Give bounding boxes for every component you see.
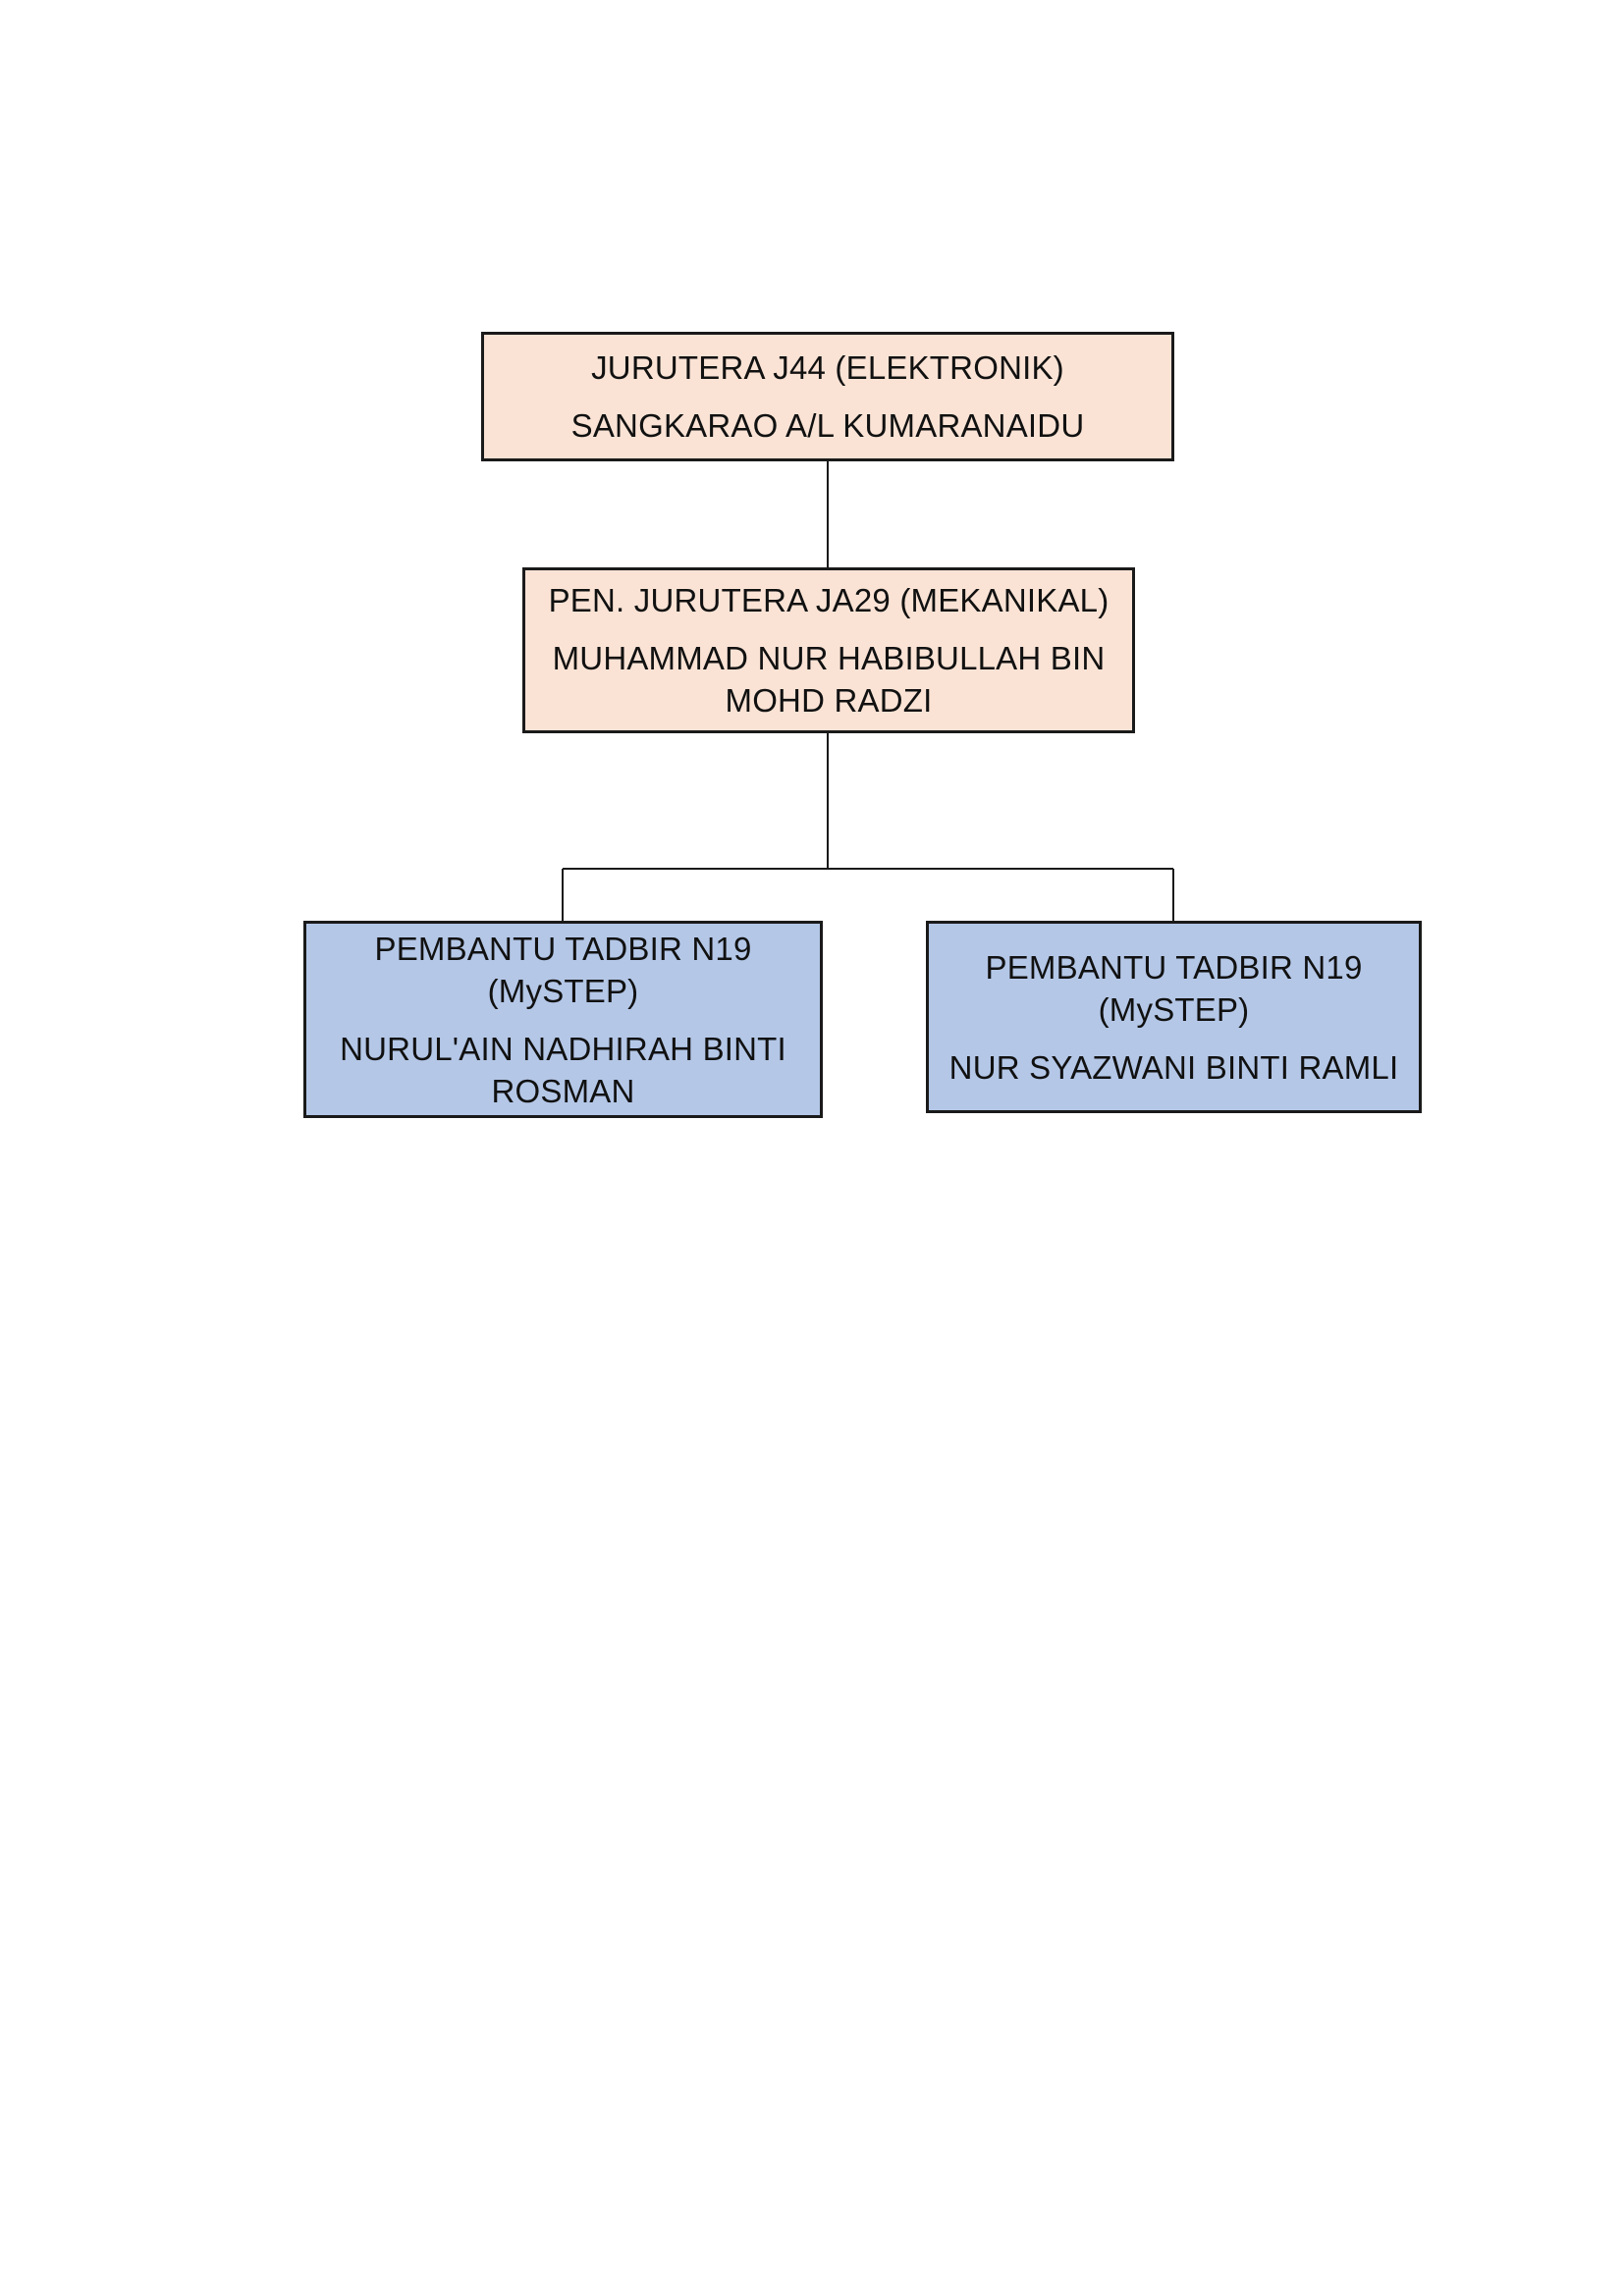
node-person-name-line2: ROSMAN	[491, 1072, 635, 1109]
node-title-line2: (MySTEP)	[1098, 990, 1250, 1028]
node-title: PEN. JURUTERA JA29 (MEKANIKAL)	[548, 582, 1110, 618]
node-person-name: NUR SYAZWANI BINTI RAMLI	[948, 1048, 1399, 1086]
node-person-name-line1: NURUL'AIN NADHIRAH BINTI	[340, 1030, 786, 1067]
node-person-name-line2: MOHD RADZI	[725, 682, 933, 719]
node-title-line1: PEMBANTU TADBIR N19	[374, 930, 752, 967]
org-node-admin-assistant-n19-left: PEMBANTU TADBIR N19 (MySTEP) NURUL'AIN N…	[303, 921, 823, 1118]
node-title: JURUTERA J44 (ELEKTRONIK)	[591, 349, 1064, 386]
node-person-name: SANGKARAO A/L KUMARANAIDU	[570, 407, 1085, 444]
node-title-line1: PEMBANTU TADBIR N19	[985, 948, 1363, 986]
org-node-assistant-engineer-ja29: PEN. JURUTERA JA29 (MEKANIKAL) MUHAMMAD …	[522, 567, 1135, 733]
org-node-admin-assistant-n19-right: PEMBANTU TADBIR N19 (MySTEP) NUR SYAZWAN…	[926, 921, 1422, 1113]
org-node-engineer-j44: JURUTERA J44 (ELEKTRONIK) SANGKARAO A/L …	[481, 332, 1174, 461]
node-title-line2: (MySTEP)	[487, 972, 639, 1009]
node-person-name-line1: MUHAMMAD NUR HABIBULLAH BIN	[552, 640, 1106, 676]
